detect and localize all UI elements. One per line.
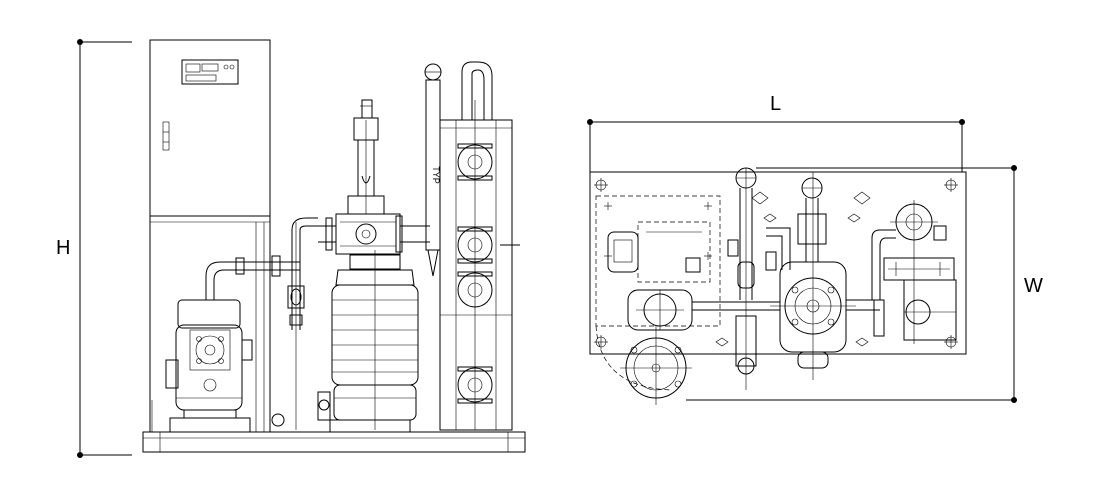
gauge-text: TYP xyxy=(431,166,441,184)
motor-pump xyxy=(165,299,253,419)
length-label: L xyxy=(770,93,781,115)
width-label: W xyxy=(1024,275,1043,297)
height-dimension: H xyxy=(56,39,132,458)
control-panel xyxy=(149,39,271,433)
width-dimension: W xyxy=(686,165,1043,403)
filter-vessel xyxy=(331,250,419,430)
motor-plan xyxy=(607,221,711,405)
plan-view xyxy=(589,167,967,405)
front-view: TYP xyxy=(142,39,526,453)
center-pipe xyxy=(727,167,757,390)
height-label: H xyxy=(56,237,70,259)
right-assembly xyxy=(871,200,957,344)
gauge-column: TYP xyxy=(424,63,442,277)
top-valve xyxy=(291,99,430,255)
corner-bolts xyxy=(594,178,958,349)
manifold-column xyxy=(439,61,520,431)
length-dimension: L xyxy=(587,93,965,172)
